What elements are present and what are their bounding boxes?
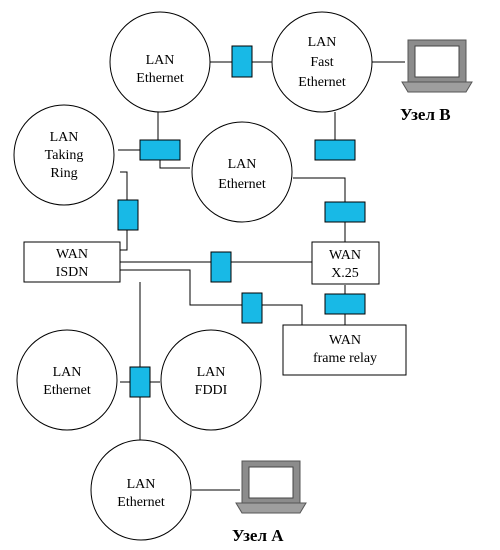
bridge-token-ring <box>139 139 181 161</box>
host-b-label: Узел В <box>400 105 451 124</box>
computer-b-screen <box>414 45 460 78</box>
lan-ethernet-left-line1: LAN <box>53 365 82 380</box>
bridge-isdn-up <box>117 199 139 231</box>
bridge-top <box>231 45 253 78</box>
lan-token-ring-line1: LAN <box>50 130 79 145</box>
lan-fast-ethernet-line1: LAN <box>308 35 337 50</box>
bridge-fast-ethernet <box>314 139 356 161</box>
lan-token-ring-line3: Ring <box>50 166 77 181</box>
bridge-x25-up <box>324 201 366 223</box>
bridge-x25-frame <box>324 293 366 315</box>
lan-ethernet-bottom-line1: LAN <box>127 477 156 492</box>
bridge-isdn-frame <box>241 292 263 324</box>
wan-frame-relay: WAN frame relay <box>282 324 407 376</box>
wan-isdn-line1: WAN <box>56 247 88 262</box>
computer-b-icon <box>401 39 473 93</box>
lan-ethernet-top-line2: Ethernet <box>136 71 184 86</box>
computer-a-icon <box>235 460 307 514</box>
lan-ethernet-top: LAN Ethernet <box>109 11 211 113</box>
bridge-isdn-x25 <box>210 251 232 283</box>
lan-fddi: LAN FDDI <box>160 329 262 431</box>
lan-fddi-line2: FDDI <box>195 383 228 398</box>
lan-token-ring-line2: Taking <box>45 148 84 163</box>
wan-x25-line2: X.25 <box>331 266 359 281</box>
lan-ethernet-bottom-line2: Ethernet <box>117 495 165 510</box>
computer-a-screen <box>248 466 294 499</box>
lan-ethernet-left-line2: Ethernet <box>43 383 91 398</box>
lan-fddi-line1: LAN <box>197 365 226 380</box>
lan-ethernet-mid-line1: LAN <box>228 157 257 172</box>
lan-ethernet-top-line1: LAN <box>146 53 175 68</box>
lan-ethernet-left: LAN Ethernet <box>16 329 118 431</box>
wan-frame-relay-line1: WAN <box>329 333 361 348</box>
wan-x25-line1: WAN <box>329 248 361 263</box>
bridges <box>117 45 366 398</box>
lan-ethernet-bottom: LAN Ethernet <box>90 439 192 541</box>
bridge-lower <box>129 366 151 398</box>
lan-fast-ethernet-line2: Fast <box>310 55 333 70</box>
wan-isdn-line2: ISDN <box>56 265 89 280</box>
lan-ethernet-mid-line2: Ethernet <box>218 177 266 192</box>
lan-fast-ethernet-line3: Ethernet <box>298 75 346 90</box>
lan-ethernet-mid: LAN Ethernet <box>191 121 293 223</box>
host-a-label: Узел А <box>232 526 284 545</box>
wan-x25: WAN X.25 <box>311 241 380 285</box>
wan-isdn: WAN ISDN <box>23 241 121 283</box>
wan-frame-relay-line2: frame relay <box>313 351 377 366</box>
